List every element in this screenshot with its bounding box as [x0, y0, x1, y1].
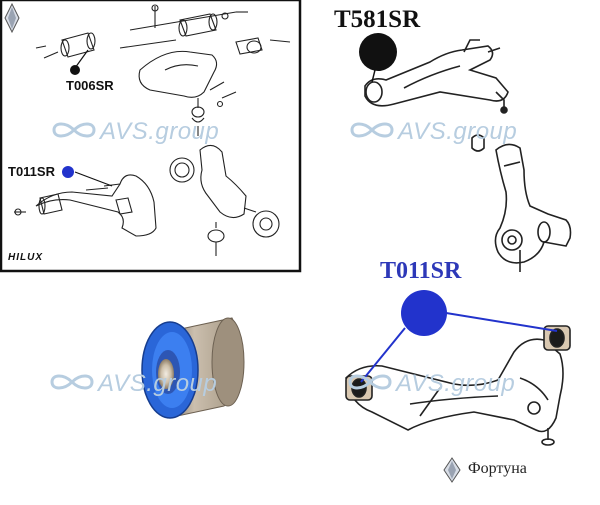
t006sr-marker [70, 65, 80, 75]
t011sr-large-label: T011SR [380, 258, 462, 284]
t581sr-label: T581SR [334, 6, 421, 33]
watermark-text: AVS.group [396, 370, 516, 397]
upper-control-arm-drawing [364, 39, 509, 114]
bushing-product-render [141, 317, 245, 419]
t011sr-large-marker [401, 290, 447, 336]
t011sr-small-label: T011SR [8, 164, 55, 179]
t011sr-small-marker [62, 166, 74, 178]
exploded-view-frame [0, 0, 302, 273]
watermark-text: AVS.group [398, 118, 518, 145]
exploded-suspension-drawing [14, 4, 291, 256]
t006sr-leader-line [74, 49, 89, 69]
brand-diamond-logo-icon [4, 2, 20, 34]
t011sr-right-leader-line [439, 311, 558, 332]
t006sr-label: T006SR [66, 78, 114, 93]
t011sr-left-leader-line [360, 327, 406, 383]
t581sr-marker [359, 33, 397, 71]
watermark-text: AVS.group [98, 370, 218, 397]
t011sr-small-leader-line [74, 171, 113, 187]
brand-name: Фортуна [468, 460, 527, 477]
watermark-text: AVS.group [100, 118, 220, 145]
infinity-watermark-icon [50, 122, 394, 390]
hilux-model-label: HILUX [8, 252, 43, 263]
brand-diamond-logo-icon [443, 457, 461, 483]
steering-knuckle-drawing [471, 134, 572, 272]
